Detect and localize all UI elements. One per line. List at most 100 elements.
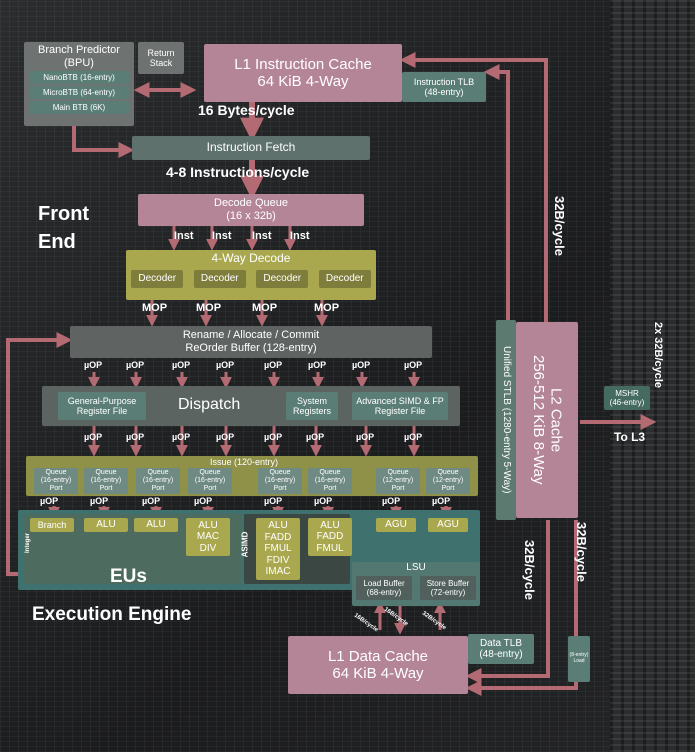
decode-title: 4-Way Decode <box>211 251 291 265</box>
asimd-label: ASIMD <box>240 531 250 558</box>
lsu-title: LSU <box>406 562 426 573</box>
issue-queue-4: Queue (16-entry) Port <box>188 468 232 494</box>
inst-label-3: Inst <box>252 230 272 242</box>
die-texture <box>610 0 695 752</box>
decoder-4: Decoder <box>318 269 371 288</box>
issue-queue-3: Queue (16-entry) Port <box>136 468 180 494</box>
inst-label-4: Inst <box>290 230 310 242</box>
instruction-fetch: Instruction Fetch <box>132 136 370 160</box>
bw-l2-l1d-a: 32B/cycle <box>522 540 537 600</box>
to-l3-label: To L3 <box>614 430 646 444</box>
uop-rename-5: µOP <box>264 360 283 370</box>
eu-alu-fadd-fmul-fdiv-imac: ALU FADD FMUL FDIV IMAC <box>256 518 300 580</box>
eu-branch: Branch <box>30 518 74 532</box>
issue-queue-6: Queue (16-entry) Port <box>308 468 352 494</box>
simd-fp-register-file: Advanced SIMD & FP Register File <box>352 392 448 420</box>
decoder-1: Decoder <box>131 269 184 288</box>
issue-queue-8: Queue (12-entry) Port <box>426 468 470 494</box>
instructions-per-cycle-label: 4-8 Instructions/cycle <box>166 164 310 180</box>
mop-label-1: MOP <box>142 302 168 314</box>
uop-issue-5: µOP <box>264 496 283 506</box>
uop-issue-7: µOP <box>382 496 401 506</box>
mop-label-4: MOP <box>314 302 340 314</box>
inst-label-1: Inst <box>174 230 194 242</box>
uop-dispatch-5: µOP <box>264 432 283 442</box>
uop-rename-2: µOP <box>126 360 145 370</box>
uop-dispatch-3: µOP <box>172 432 191 442</box>
eu-agu-2: AGU <box>428 518 468 532</box>
mop-label-3: MOP <box>252 302 278 314</box>
uop-rename-4: µOP <box>216 360 235 370</box>
issue-queue-2: Queue (16-entry) Port <box>84 468 128 494</box>
eu-agu-1: AGU <box>376 518 416 532</box>
front-end-label: Front End <box>38 203 90 253</box>
eu-alu-mac-div: ALU MAC DIV <box>186 518 230 556</box>
uop-dispatch-6: µOP <box>306 432 325 442</box>
uop-issue-1: µOP <box>40 496 59 506</box>
l2-cache: L2 Cache 256-512 KiB 8-Way <box>516 322 578 518</box>
mshr: MSHR (46-entry) <box>604 386 650 410</box>
decoder-2: Decoder <box>193 269 246 288</box>
issue-label: Issue (120-entry) <box>210 457 279 467</box>
bpu-block: Branch Predictor (BPU) NanoBTB (16-entry… <box>24 42 134 126</box>
integer-label: Integer <box>25 532 32 554</box>
arrow-41 <box>465 520 550 684</box>
load-buffer: Load Buffer (68-entry) <box>356 576 412 600</box>
instruction-tlb: Instruction TLB (48-entry) <box>402 72 486 102</box>
execution-engine-label: Execution Engine <box>32 604 192 625</box>
arrow-42 <box>465 520 578 696</box>
arrow-37 <box>6 332 73 576</box>
uop-dispatch-2: µOP <box>126 432 145 442</box>
inst-label-2: Inst <box>212 230 232 242</box>
uop-rename-6: µOP <box>308 360 327 370</box>
l1-data-cache: L1 Data Cache 64 KiB 4-Way <box>288 636 468 694</box>
bytes-per-cycle-label: 16 Bytes/cycle <box>198 102 295 118</box>
rename-rob: Rename / Allocate / Commit ReOrder Buffe… <box>70 326 432 358</box>
gpr-file: General-Purpose Register File <box>58 392 146 420</box>
bpu-nano: NanoBTB (16-entry) <box>29 71 129 85</box>
bw-l2-l1i: 32B/cycle <box>552 196 567 256</box>
issue-queue-7: Queue (12-entry) Port <box>376 468 420 494</box>
bw-l3: 2x 32B/cycle <box>652 322 664 389</box>
uop-rename-8: µOP <box>404 360 423 370</box>
system-registers: System Registers <box>286 392 338 420</box>
uop-dispatch-7: µOP <box>356 432 375 442</box>
four-way-decode: 4-Way Decode Decoder Decoder Decoder Dec… <box>126 250 376 300</box>
data-tlb: Data TLB (48-entry) <box>468 634 534 664</box>
eu-alu-1: ALU <box>84 518 128 532</box>
eu-alu-2: ALU <box>134 518 178 532</box>
arrow-39 <box>399 52 548 322</box>
decoder-3: Decoder <box>256 269 309 288</box>
issue-queue-1: Queue (16-entry) Port <box>34 468 78 494</box>
issue-queue-5: Queue (16-entry) Port <box>258 468 302 494</box>
uop-rename-1: µOP <box>84 360 103 370</box>
bw-l2-l1d-b: 32B/cycle <box>574 522 589 582</box>
store-buffer: Store Buffer (72-entry) <box>420 576 476 600</box>
arrow-3 <box>72 126 135 158</box>
uop-rename-7: µOP <box>352 360 371 370</box>
unified-stlb: Unified STLB (1280-entry 5-Way) <box>496 320 516 520</box>
uop-dispatch-8: µOP <box>404 432 423 442</box>
eu-alu-fadd-fmul: ALU FADD FMUL <box>308 518 352 556</box>
misc-small-block: (8-entry) Load <box>568 636 590 682</box>
uop-issue-2: µOP <box>90 496 109 506</box>
uop-issue-6: µOP <box>314 496 333 506</box>
uop-rename-3: µOP <box>172 360 191 370</box>
decode-queue: Decode Queue (16 x 32b) <box>138 194 364 226</box>
uop-issue-3: µOP <box>142 496 161 506</box>
l2-label: L2 Cache 256-512 KiB 8-Way <box>530 355 565 485</box>
bpu-title: Branch Predictor (BPU) <box>38 44 120 69</box>
mop-label-2: MOP <box>196 302 222 314</box>
bpu-main: Main BTB (6K) <box>29 101 129 115</box>
eus-label: EUs <box>110 566 147 587</box>
uop-dispatch-4: µOP <box>216 432 235 442</box>
return-stack: Return Stack <box>138 42 184 74</box>
l1-instruction-cache: L1 Instruction Cache 64 KiB 4-Way <box>204 44 402 102</box>
dispatch-label: Dispatch <box>178 396 241 413</box>
uop-dispatch-1: µOP <box>84 432 103 442</box>
uop-issue-4: µOP <box>194 496 213 506</box>
bpu-micro: MicroBTB (64-entry) <box>29 86 129 100</box>
stlb-label: Unified STLB (1280-entry 5-Way) <box>500 346 512 494</box>
uop-issue-8: µOP <box>432 496 451 506</box>
